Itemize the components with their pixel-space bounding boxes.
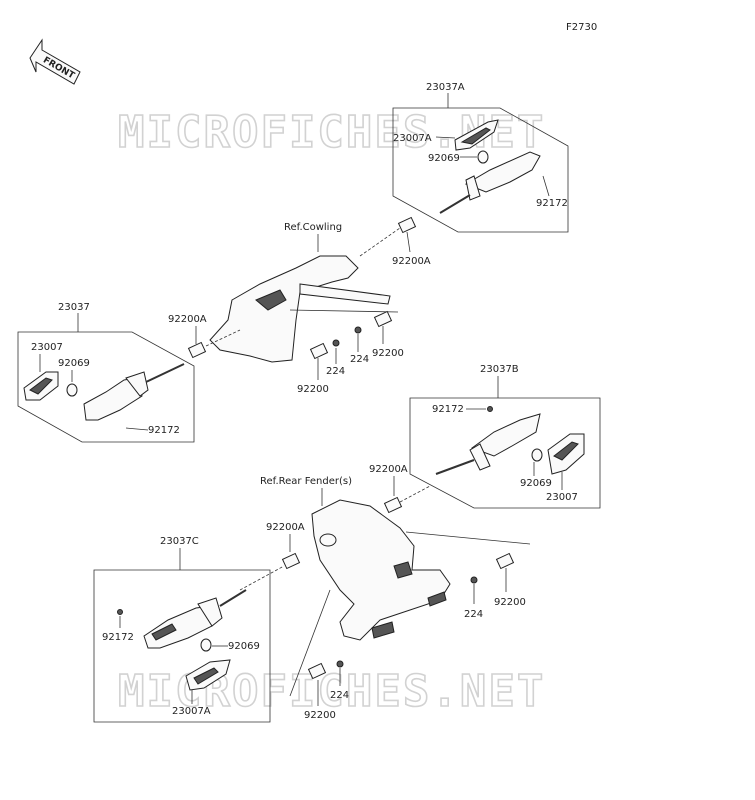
lens-23007a-lower — [185, 659, 231, 691]
label-92200-b: 92200 — [372, 348, 404, 359]
label-23037a: 23037A — [426, 82, 465, 93]
bracket-92200a-lower — [281, 552, 301, 570]
label-92200-d: 92200 — [494, 597, 526, 608]
turn-signal-23037a — [439, 151, 541, 214]
label-92200a-right: 92200A — [369, 464, 408, 475]
bulb-92069-lower — [200, 638, 212, 652]
box-23037c — [93, 569, 271, 723]
label-92172-right: 92172 — [432, 404, 464, 415]
label-92172-top: 92172 — [536, 198, 568, 209]
label-224-a: 224 — [326, 366, 345, 377]
label-ref-rear-fender: Ref.Rear Fender(s) — [260, 476, 352, 487]
bracket-92200-b — [373, 310, 393, 328]
label-224-c: 224 — [464, 609, 483, 620]
turn-signal-23037c — [143, 589, 247, 649]
label-92200-a: 92200 — [297, 384, 329, 395]
screw-224-b — [354, 326, 362, 334]
label-92172-left: 92172 — [148, 425, 180, 436]
box-23037b — [409, 397, 601, 509]
turn-signal-23037 — [83, 363, 185, 421]
bracket-92200a-top — [397, 216, 417, 234]
turn-signal-23037b — [435, 413, 541, 475]
label-ref-cowling: Ref.Cowling — [284, 222, 342, 233]
rear-fender-part — [311, 499, 451, 641]
label-23007a-lower: 23007A — [172, 706, 211, 717]
box-23037 — [17, 331, 195, 443]
screw-224-c — [470, 576, 478, 584]
label-92200a-top: 92200A — [392, 256, 431, 267]
lens-23007-left — [23, 371, 59, 401]
label-92172-lower: 92172 — [102, 632, 134, 643]
label-92069-lower: 92069 — [228, 641, 260, 652]
cowling-part — [209, 255, 391, 363]
label-92200-c: 92200 — [304, 710, 336, 721]
screw-224-a — [332, 339, 340, 347]
bulb-92069-top — [477, 150, 489, 164]
bracket-92200-a — [309, 342, 329, 360]
lens-23007a-top — [454, 119, 499, 151]
figure-code: F2730 — [566, 22, 597, 33]
bracket-92200-c — [307, 662, 327, 680]
screw-92172-right — [487, 406, 493, 412]
label-23037b: 23037B — [480, 364, 519, 375]
label-224-d: 224 — [330, 690, 349, 701]
label-92069-left: 92069 — [58, 358, 90, 369]
front-arrow-icon: FRONT — [29, 38, 81, 85]
label-92069-top: 92069 — [428, 153, 460, 164]
bracket-92200-d — [495, 552, 515, 570]
bulb-92069-left — [66, 383, 78, 397]
label-224-b: 224 — [350, 354, 369, 365]
box-23037a — [392, 107, 569, 233]
screw-92172-lower — [117, 609, 123, 615]
label-92200a-lower: 92200A — [266, 522, 305, 533]
bracket-92200a-left — [187, 341, 207, 359]
label-23007-left: 23007 — [31, 342, 63, 353]
label-23007-right: 23007 — [546, 492, 578, 503]
lens-23007-right — [547, 433, 585, 475]
watermark-bottom: MICROFICHES.NET — [118, 666, 545, 717]
screw-224-d — [336, 660, 344, 668]
bracket-92200a-right — [383, 496, 403, 514]
label-23037c: 23037C — [160, 536, 199, 547]
label-23007a-top: 23007A — [393, 133, 432, 144]
label-92069-right: 92069 — [520, 478, 552, 489]
bulb-92069-right — [531, 448, 543, 462]
label-23037: 23037 — [58, 302, 90, 313]
label-92200a-left: 92200A — [168, 314, 207, 325]
